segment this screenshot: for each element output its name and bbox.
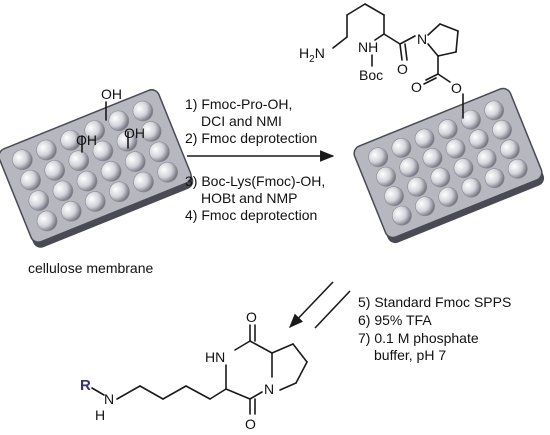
step-1-line-2: DCI and NMI [201, 113, 282, 129]
cellulose-membrane-left [0, 89, 194, 248]
cellulose-bead [36, 139, 57, 161]
step-7-line-1: 7) 0.1 M phosphate [358, 330, 479, 346]
cellulose-bead [430, 167, 451, 188]
cellulose-bead [116, 130, 138, 152]
boc-label: Boc [359, 67, 383, 83]
cellulose-bead [461, 109, 481, 130]
cellulose-bead [415, 196, 435, 217]
cellulose-bead [157, 161, 178, 183]
cellulose-bead [437, 119, 458, 140]
proline-n-label: N [417, 31, 427, 47]
cellulose-membrane-right [353, 87, 545, 244]
amide-oxygen-label: O [397, 61, 408, 77]
cellulose-bead [484, 168, 505, 189]
step-2: 2) Fmoc deprotection [185, 130, 317, 146]
ester-oxygen-label: O [451, 80, 462, 96]
oh-label-3: OH [124, 125, 145, 141]
carbonyl-oxygen-label: O [411, 79, 422, 95]
amine-h-label: H [95, 407, 105, 423]
cellulose-bead [92, 140, 114, 162]
cellulose-bead [492, 119, 512, 140]
oh-label-1: OH [101, 86, 122, 102]
step-5: 5) Standard Fmoc SPPS [358, 294, 511, 310]
cellulose-bead [100, 161, 122, 182]
cellulose-bead [109, 181, 130, 203]
cellulose-bead [391, 137, 412, 158]
cellulose-bead [368, 147, 389, 168]
cellulose-bead [76, 170, 98, 192]
membrane-label: cellulose membrane [28, 260, 153, 276]
cellulose-bead [60, 200, 82, 222]
cellulose-bead [60, 129, 81, 151]
cellulose-bead [414, 128, 435, 149]
cellulose-bead [499, 139, 520, 160]
cellulose-bead [422, 148, 443, 168]
nh-label: NH [358, 39, 378, 55]
cellulose-bead [108, 110, 130, 132]
step-4: 4) Fmoc deprotection [185, 207, 317, 223]
reaction-steps-top: 1) Fmoc-Pro-OH, DCI and NMI 2) Fmoc depr… [185, 96, 325, 223]
cellulose-bead [376, 166, 397, 187]
intermediate-structure: H2N NH Boc O N O O [299, 3, 464, 119]
cellulose-bead [438, 186, 459, 207]
cellulose-bead [132, 100, 154, 122]
cellulose-bead [399, 157, 420, 178]
cellulose-bead [68, 150, 90, 171]
cellulose-bead [44, 160, 66, 181]
cellulose-bead [468, 129, 489, 150]
cellulose-bead [140, 121, 162, 142]
cellulose-bead [149, 141, 170, 163]
amine-h2n-label: H2N [299, 45, 325, 65]
amine-n-label: N [104, 391, 114, 407]
step-7-line-2: buffer, pH 7 [374, 347, 446, 363]
top-oxygen-label: O [246, 309, 257, 325]
cellulose-bead [476, 148, 497, 169]
cellulose-bead [124, 151, 146, 172]
cellulose-bead [384, 186, 404, 207]
bottom-oxygen-label: O [245, 416, 256, 432]
cellulose-bead [84, 120, 105, 141]
step-3-line-2: HOBt and NMP [201, 190, 297, 206]
r-group-label: R [80, 377, 91, 394]
cellulose-bead [445, 138, 466, 159]
cellulose-bead [453, 158, 474, 178]
ring-hn-label: HN [205, 349, 225, 365]
step-6: 6) 95% TFA [358, 312, 432, 328]
step-1-line-1: 1) Fmoc-Pro-OH, [185, 96, 292, 112]
cellulose-bead [461, 177, 482, 198]
cellulose-bead [507, 158, 528, 179]
cellulose-bead [484, 100, 505, 121]
reaction-steps-bottom: 5) Standard Fmoc SPPS 6) 95% TFA 7) 0.1 … [358, 294, 511, 363]
cellulose-bead [52, 180, 74, 202]
cellulose-bead [12, 149, 33, 171]
cellulose-bead [391, 205, 412, 226]
cellulose-bead [36, 210, 58, 232]
oh-label-2: OH [76, 132, 97, 148]
hydroxyl-groups: OH OH OH [76, 86, 145, 153]
cellulose-bead [20, 169, 41, 191]
reaction-arrows-bottom [289, 281, 351, 329]
cellulose-bead [28, 190, 50, 211]
ring-n-label: N [264, 381, 274, 397]
product-structure: R N H HN O N O [80, 309, 308, 432]
cellulose-bead [85, 191, 106, 212]
step-3-line-1: 3) Boc-Lys(Fmoc)-OH, [185, 173, 325, 189]
cellulose-bead [133, 171, 154, 193]
cellulose-bead [407, 176, 428, 197]
